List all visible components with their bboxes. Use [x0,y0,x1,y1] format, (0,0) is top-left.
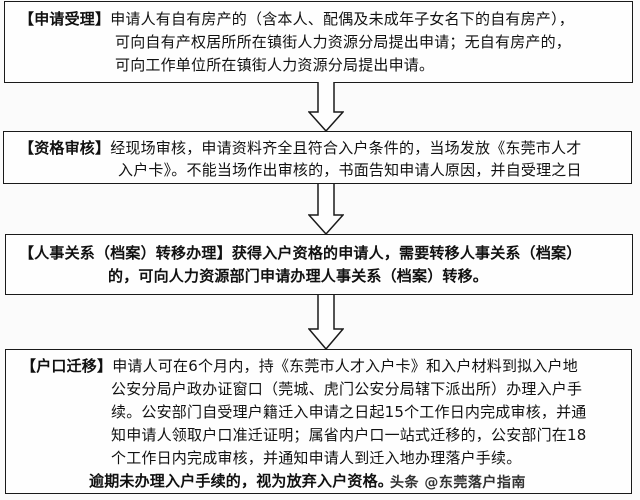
step-text: 知申请人领取户口准迁证明；属省内户口一站式迁移的，公安部门在18 [111,426,587,444]
watermark: 头条 @东莞落户指南 [390,475,526,491]
step-text: 经现场审核，申请资料齐全且符合入户条件的，当场发放《东莞市人才 [110,139,582,157]
step-text: 获得入户资格的申请人，需要转移人事关系（档案） [231,244,582,262]
step-label: 【申请受理】 [19,10,111,28]
step-label: 【户口迁移】 [21,357,113,375]
step-note: 逾期未办理入户手续的，视为放弃入户资格。 [89,472,394,490]
step-box-application: 【申请受理】申请人有自有房产的（含本人、配偶及未成年子女名下的自有房产）， 可向… [4,1,633,83]
down-arrow-icon [308,184,344,235]
step-text: 可向工作单位所在镇街人力资源分局提出申请。 [115,56,435,74]
step-box-personnel-transfer: 【人事关系（档案）转移办理】获得入户资格的申请人，需要转移人事关系（档案） 的，… [5,234,633,295]
step-text: 可向自有产权居所所在镇街人力资源分局提出申请；无自有房产的， [115,33,572,51]
down-arrow-icon [308,295,344,350]
step-text: 个工作日内完成审核，并通知申请人到迁入地办理落户手续。 [111,449,522,467]
step-label: 【人事关系（档案）转移办理】 [19,244,232,262]
step-text: 的，可向人力资源部门申请办理人事关系（档案）转移。 [108,267,489,285]
step-text: 入户卡》。不能当场作出审核的，书面告知申请人原因，并自受理之日 [118,161,582,179]
step-text: 申请人有自有房产的（含本人、配偶及未成年子女名下的自有房产）， [110,10,574,28]
step-text: 申请人可在6个月内，持《东莞市人才入户卡》和入户材料到拟入户地 [112,357,578,375]
step-text: 公安分局户政办证窗口（莞城、虎门公安分局辖下派出所）办理入户手 [111,380,583,398]
down-arrow-icon [308,82,344,132]
step-box-household-migration: 【户口迁移】申请人可在6个月内，持《东莞市人才入户卡》和入户材料到拟入户地 公安… [5,349,632,494]
step-box-qualification-review: 【资格审核】经现场审核，申请资料齐全且符合入户条件的，当场发放《东莞市人才 入户… [3,131,632,184]
step-label: 【资格审核】 [19,139,111,157]
step-text: 续。公安部门自受理户籍迁入申请之日起15个工作日内完成审核，并通 [111,403,587,421]
